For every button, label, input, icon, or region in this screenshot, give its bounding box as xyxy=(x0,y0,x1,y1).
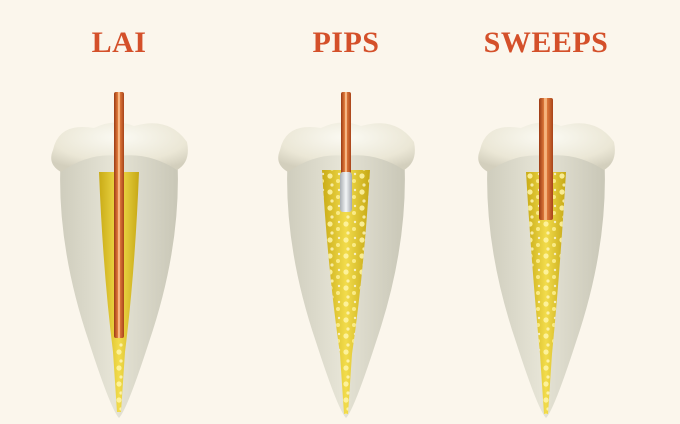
title-lai: LAI xyxy=(19,26,219,60)
fiber-tip xyxy=(340,172,352,212)
title-pips: PIPS xyxy=(246,26,446,60)
tooth-sweeps xyxy=(446,92,646,422)
tooth-lai xyxy=(19,92,219,422)
tooth-pips xyxy=(246,92,446,422)
title-sweeps: SWEEPS xyxy=(446,26,646,60)
